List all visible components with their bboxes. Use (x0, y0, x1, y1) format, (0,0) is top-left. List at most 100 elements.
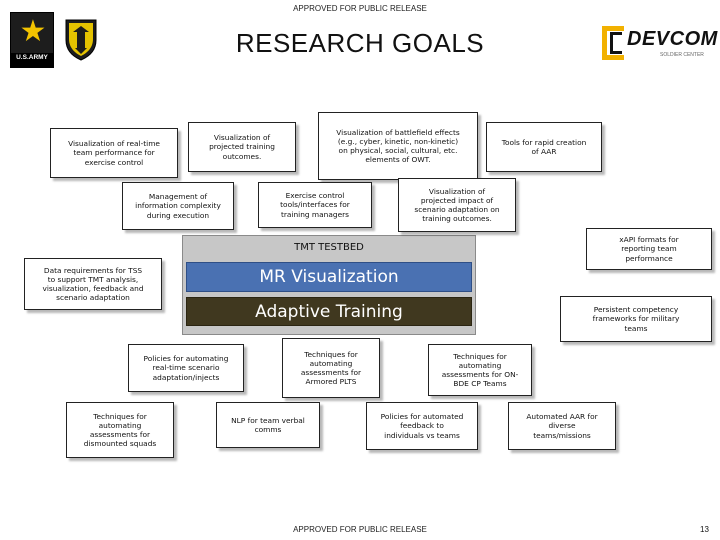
tmt-testbed: TMT TESTBED MR Visualization Adaptive Tr… (182, 235, 476, 335)
goal-line: dismounted squads (83, 439, 157, 449)
devcom-logo-text: DEVCOM (627, 28, 718, 50)
goal-line: Automated AAR for (526, 412, 598, 422)
goal-line: tools/interfaces for (280, 200, 350, 210)
goal-line: Policies for automated (380, 412, 464, 422)
goal-line: Data requirements for TSS (43, 265, 143, 275)
goal-line: scenario adaptation on (414, 205, 500, 214)
goal-line: reporting team (621, 244, 677, 254)
goal-line: adaptation/injects (152, 372, 220, 382)
goal-line: training managers (280, 209, 350, 219)
star-icon: ★ (19, 15, 47, 48)
goal-line: scenario adaptation (56, 293, 130, 303)
testbed-label: TMT TESTBED (294, 242, 364, 253)
goal-line: projected training (209, 142, 275, 152)
devcom-logo: DEVCOM SOLDIER CENTER (602, 26, 717, 66)
goal-line: Armored PLTS (305, 377, 357, 387)
mr-visualization-band: MR Visualization (186, 262, 472, 292)
goal-line: Techniques for (93, 411, 147, 421)
command-shield-logo (65, 19, 97, 61)
release-marking-bottom: APPROVED FOR PUBLIC RELEASE (293, 525, 427, 534)
goal-line: NLP for team verbal (231, 415, 305, 425)
goal-line: automating (98, 420, 142, 430)
goal-line: Visualization of battlefield effects (336, 127, 460, 137)
goal-line: assessments for ON- (441, 370, 519, 379)
goal-line: xAPI formats for (619, 235, 679, 245)
goal-line: individuals vs teams (384, 430, 460, 440)
goal-line: during execution (146, 210, 210, 220)
goal-line: elements of OWT. (365, 155, 431, 165)
goal-line: information complexity (135, 201, 221, 211)
goal-line: projected impact of (420, 195, 494, 205)
goal-line: automating (309, 358, 353, 368)
goal-line: training outcomes. (422, 214, 492, 224)
goal-line: teams (624, 323, 648, 333)
goal-line: Persistent competency (593, 305, 679, 315)
goal-line: Techniques for (304, 349, 358, 359)
goal-line: of AAR (531, 147, 557, 156)
army-logo-text: U.S.ARMY (16, 54, 48, 61)
goal-line: Techniques for (453, 351, 507, 361)
goal-line: (e.g., cyber, kinetic, non-kinetic) (337, 136, 459, 146)
goal-line: Policies for automating (143, 354, 229, 364)
goal-line: visualization, feedback and (42, 284, 144, 293)
goal-line: Visualization of real-time (68, 139, 160, 149)
goal-line: feedback to (400, 421, 444, 431)
goal-line: performance (625, 253, 673, 263)
goal-line: on physical, social, cultural, etc. (338, 146, 458, 155)
goal-line: Management of (148, 192, 208, 202)
goal-line: Exercise control (285, 191, 345, 201)
page-number: 13 (700, 525, 709, 534)
goal-line: teams/missions (533, 430, 591, 440)
goal-line: exercise control (84, 157, 144, 167)
release-marking-top: APPROVED FOR PUBLIC RELEASE (293, 4, 427, 13)
goal-text: Visualization of battlefield effects(e.g… (336, 128, 459, 165)
goal-line: Visualization of (428, 186, 486, 196)
goal-line: diverse (548, 421, 576, 431)
goal-line: comms (254, 425, 282, 434)
goal-line: team performance for (73, 148, 155, 158)
goal-line: assessments for (300, 368, 362, 377)
goal-line: outcomes. (222, 151, 262, 161)
us-army-logo: ★ U.S.ARMY (10, 12, 54, 68)
page-title: RESEARCH GOALS (235, 28, 485, 58)
goal-line: automating (458, 360, 502, 370)
goal-line: Visualization of (213, 133, 271, 143)
goal-line: assessments for (89, 430, 151, 439)
goal-line: BDE CP Teams (453, 379, 507, 389)
devcom-logo-subtext: SOLDIER CENTER (660, 52, 704, 58)
adaptive-training-band: Adaptive Training (186, 297, 472, 326)
goal-line: real-time scenario (152, 363, 220, 373)
goal-line: to support TMT analysis, (47, 274, 139, 284)
